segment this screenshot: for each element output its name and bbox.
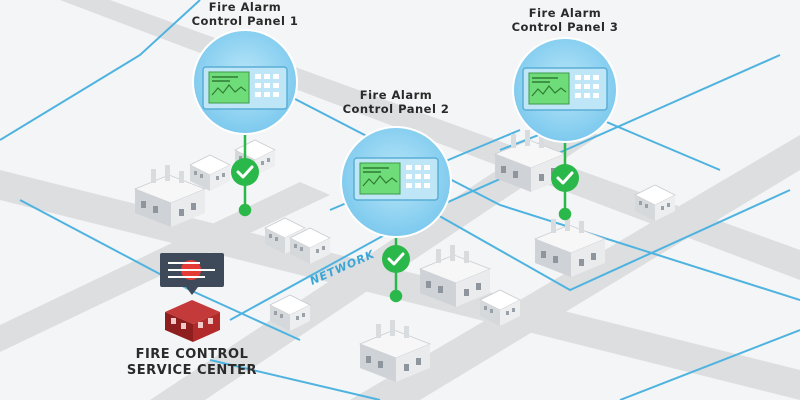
control-panel-device-icon (522, 67, 608, 111)
control-panel-3: Fire Alarm Control Panel 3 (512, 6, 619, 192)
service-center-title-line2: SERVICE CENTER (127, 363, 257, 378)
control-panel-device-icon (353, 157, 439, 201)
control-panel-device-icon (202, 66, 288, 110)
check-icon (382, 245, 410, 273)
alert-monitor-icon (160, 253, 224, 295)
check-icon (231, 158, 259, 186)
panel-1-title-line2: Control Panel 1 (192, 14, 299, 28)
panel-3-title-line1: Fire Alarm (529, 6, 602, 20)
panel-2-title-line2: Control Panel 2 (343, 102, 450, 116)
check-icon (551, 164, 579, 192)
panel-3-title-line2: Control Panel 3 (512, 20, 619, 34)
panel-1-title-line1: Fire Alarm (209, 0, 282, 14)
panel-2-title-line1: Fire Alarm (360, 88, 433, 102)
fire-station-building-icon (165, 300, 220, 342)
control-panel-2: Fire Alarm Control Panel 2 (340, 88, 452, 273)
fire-control-service-center: FIRE CONTROL SERVICE CENTER (127, 253, 257, 378)
service-center-title-line1: FIRE CONTROL (136, 347, 249, 362)
control-panel-1: Fire Alarm Control Panel 1 (192, 0, 299, 186)
